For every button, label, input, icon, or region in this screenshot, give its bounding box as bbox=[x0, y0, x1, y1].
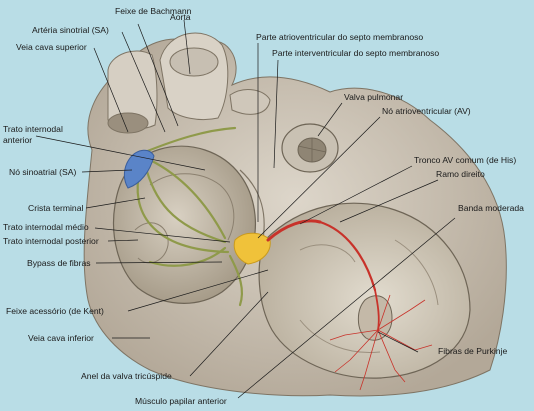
label-no-sinoatrial: Nó sinoatrial (SA) bbox=[9, 167, 77, 177]
label-veia-cava-superior: Veia cava superior bbox=[16, 42, 87, 52]
label-ramo-direito: Ramo direito bbox=[436, 169, 485, 179]
label-aorta: Aorta bbox=[170, 12, 191, 22]
av-node bbox=[233, 232, 271, 265]
leader-lines bbox=[35, 19, 456, 399]
label-no-atrioventricular: Nó atrioventricular (AV) bbox=[382, 106, 471, 116]
papillary-muscle bbox=[357, 295, 393, 341]
label-arteria-sinotrial: Artéria sinotrial (SA) bbox=[32, 25, 109, 35]
label-feixe-acessorio: Feixe acessório (de Kent) bbox=[6, 306, 104, 316]
sa-node bbox=[123, 149, 155, 189]
label-valva-pulmonar: Valva pulmonar bbox=[344, 92, 404, 102]
pulmonary-valve-opening bbox=[281, 123, 339, 173]
label-tronco-av-comum: Tronco AV comum (de His) bbox=[414, 155, 517, 165]
label-trato-internodal-anterior-2: anterior bbox=[3, 135, 33, 145]
label-parte-atrioventricular: Parte atrioventricular do septo membrano… bbox=[256, 32, 424, 42]
label-trato-internodal-medio: Trato internodal médio bbox=[3, 222, 89, 232]
label-bypass-fibras: Bypass de fibras bbox=[27, 258, 91, 268]
right-ventricle-cavity bbox=[258, 202, 471, 379]
label-veia-cava-inferior: Veia cava inferior bbox=[28, 333, 94, 343]
his-bundle-and-branches bbox=[266, 219, 380, 331]
internodal-tracts bbox=[136, 126, 244, 307]
label-fibras-purkinje: Fibras de Purkinje bbox=[438, 346, 508, 356]
label-feixe-bachmann: Feixe de Bachmann bbox=[115, 6, 192, 16]
label-trato-internodal-anterior-1: Trato internodal bbox=[3, 124, 63, 134]
label-parte-interventricular: Parte interventricular do septo membrano… bbox=[272, 48, 440, 58]
label-crista-terminal: Crista terminal bbox=[28, 203, 84, 213]
label-anel-valva-tricuspide: Anel da valva tricúspide bbox=[81, 371, 172, 381]
purkinje-fibres bbox=[329, 294, 433, 391]
label-musculo-papilar-anterior: Músculo papilar anterior bbox=[135, 396, 227, 406]
label-banda-moderada: Banda moderada bbox=[458, 203, 524, 213]
label-trato-internodal-posterior: Trato internodal posterior bbox=[3, 236, 99, 246]
great-vessels bbox=[107, 32, 271, 134]
